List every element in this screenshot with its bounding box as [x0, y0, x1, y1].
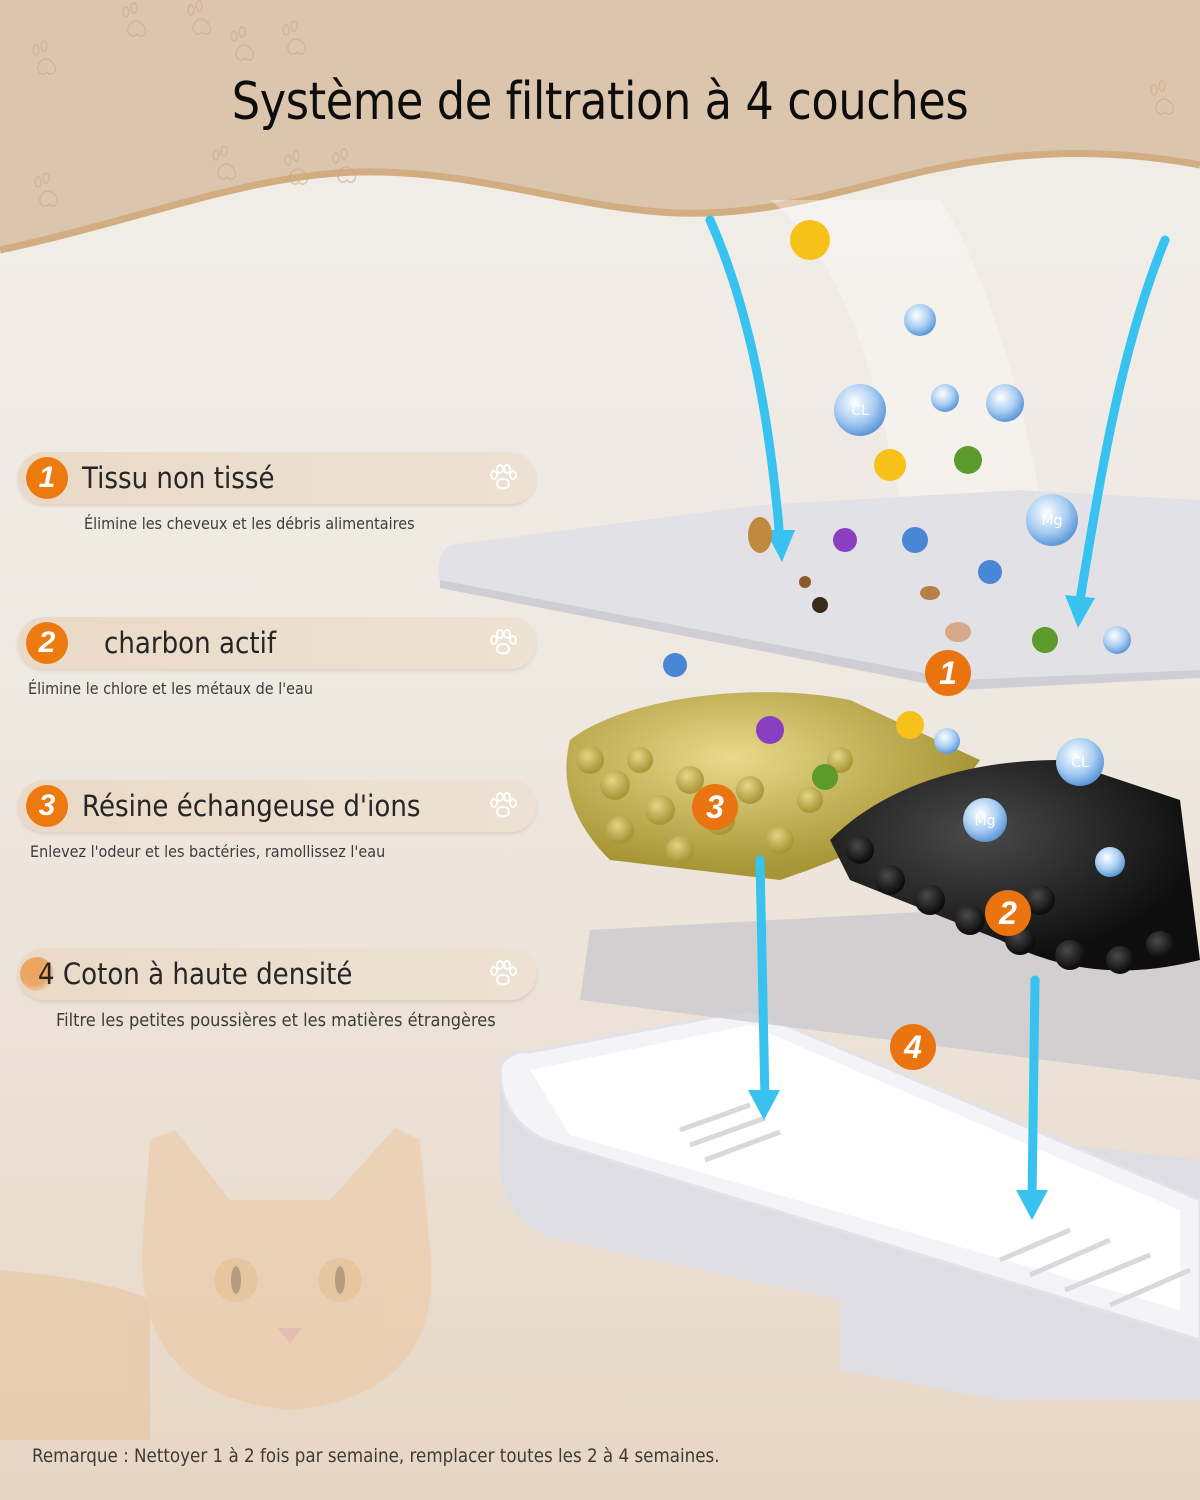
number-badge: 2: [26, 622, 68, 664]
paw-icon: [187, 0, 211, 35]
feature-title: Tissu non tissé: [82, 461, 275, 495]
feature-pill: 4 Coton à haute densité: [18, 948, 536, 1000]
feature-description: Enlevez l'odeur et les bactéries, ramoll…: [30, 842, 386, 861]
paw-icon: [230, 26, 254, 61]
feature-description: Élimine le chlore et les métaux de l'eau: [28, 679, 313, 698]
maintenance-note: Remarque : Nettoyer 1 à 2 fois par semai…: [32, 1445, 720, 1467]
cat-image: [0, 1128, 432, 1440]
paw-icon: [1150, 80, 1174, 115]
ion-bubbles: [834, 304, 1131, 877]
paw-icon: [212, 145, 236, 180]
layer-badge-1: 1: [925, 650, 971, 696]
number-badge: 1: [26, 457, 68, 499]
svg-text:Mg: Mg: [1042, 513, 1063, 529]
wave-banner-shape: [0, 0, 1200, 254]
feature-pill: 1 Tissu non tissé: [18, 452, 536, 504]
header-banner: Système de filtration à 4 couches: [0, 0, 1200, 260]
svg-text:Mg: Mg: [975, 813, 996, 829]
feature-pill: 3 Résine échangeuse d'ions: [18, 780, 536, 832]
feature-description: Filtre les petites poussières et les mat…: [56, 1010, 496, 1031]
paw-icon: [490, 629, 517, 655]
layer-badge-2: 2: [985, 890, 1031, 936]
feature-item-4: 4 Coton à haute densité Filtre les petit…: [18, 948, 538, 1031]
page-title: Système de filtration à 4 couches: [231, 72, 969, 132]
feature-title: 4 Coton à haute densité: [38, 957, 352, 991]
number-badge: 3: [26, 785, 68, 827]
number-badge: [20, 957, 54, 991]
feature-pill: 2 charbon actif: [18, 617, 536, 669]
feature-item-3: 3 Résine échangeuse d'ions Enlevez l'ode…: [18, 780, 538, 861]
feature-number: 4: [38, 957, 55, 991]
feature-item-1: 1 Tissu non tissé Élimine les cheveux et…: [18, 452, 538, 533]
paw-icon: [490, 960, 517, 986]
paw-icon: [282, 20, 306, 55]
paw-icon: [490, 464, 517, 490]
paw-icon: [34, 172, 58, 207]
feature-item-2: 2 charbon actif Élimine le chlore et les…: [18, 617, 538, 698]
paw-icon: [284, 150, 308, 185]
paw-icon: [122, 2, 146, 37]
layer-badge-4: 4: [890, 1024, 936, 1070]
paw-icon: [32, 40, 56, 75]
feature-title: charbon actif: [104, 626, 277, 660]
filter-layers-graphic: CL Mg CL Mg: [438, 200, 1200, 1415]
svg-text:CL: CL: [1071, 755, 1089, 771]
feature-label: Coton à haute densité: [62, 957, 353, 991]
paw-icon: [490, 792, 517, 818]
feature-description: Élimine les cheveux et les débris alimen…: [84, 514, 415, 533]
paw-icon: [332, 148, 356, 183]
feature-title: Résine échangeuse d'ions: [82, 789, 421, 823]
layer-badge-3: 3: [692, 784, 738, 830]
svg-text:CL: CL: [851, 403, 869, 419]
filter-illustration: CL Mg CL Mg 1 2 3 4: [420, 200, 1200, 1415]
